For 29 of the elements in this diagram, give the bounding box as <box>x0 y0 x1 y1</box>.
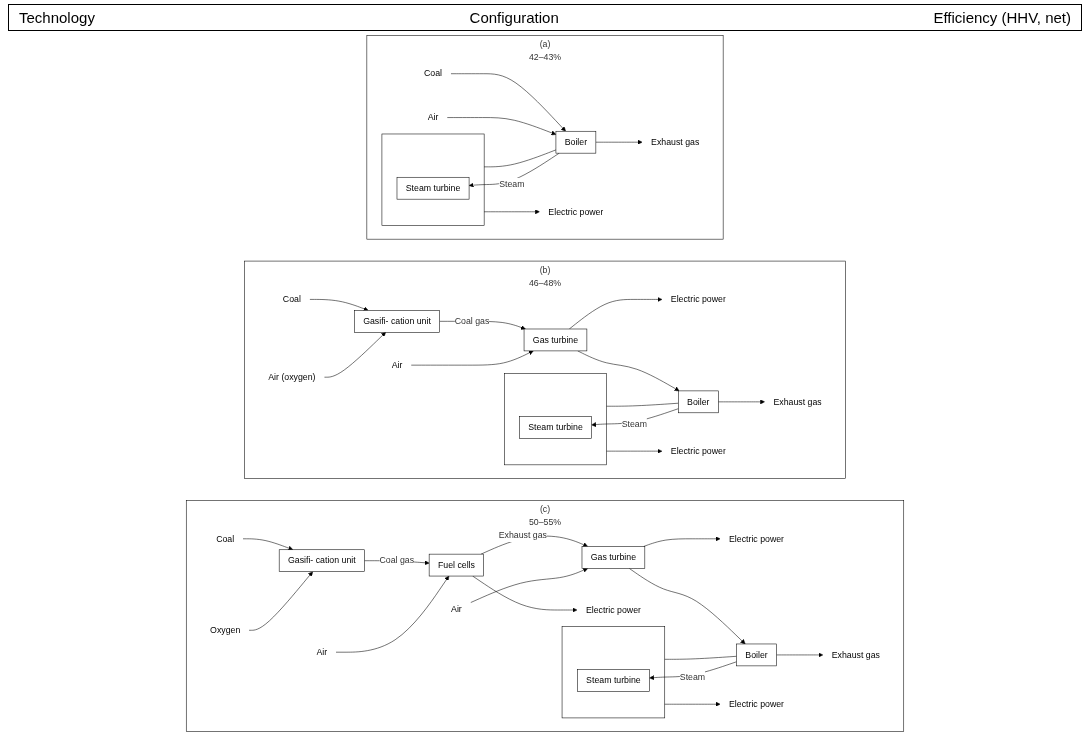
flow-label: Coal <box>274 288 310 311</box>
flow-label: Electric power <box>577 599 650 621</box>
process-box: Steam turbine <box>396 177 470 200</box>
process-box: Gasifi- cation unit <box>354 310 440 333</box>
edge-label: Coal gas <box>379 554 415 568</box>
flow-label: Coal <box>207 527 243 550</box>
flow-label: Coal <box>415 62 451 85</box>
flow-label: Exhaust gas <box>642 131 709 154</box>
column-heading: Technology <box>19 9 95 26</box>
process-box: Gasifi- cation unit <box>278 549 365 572</box>
process-box: Boiler <box>678 390 719 414</box>
process-box: Fuel cells <box>428 553 484 577</box>
edge-label: Exhaust gas <box>498 528 547 543</box>
process-box: Steam turbine <box>519 416 592 439</box>
flow-label: Electric power <box>662 288 735 311</box>
flow-label: Electric power <box>720 693 793 716</box>
process-box: Gas turbine <box>581 546 646 569</box>
column-heading: Configuration <box>469 9 559 26</box>
flow-label: Oxygen <box>201 619 250 642</box>
process-box: Gas turbine <box>523 328 588 352</box>
process-box: Steam turbine <box>577 669 650 692</box>
flow-label: Air <box>307 641 336 664</box>
process-box: Boiler <box>736 643 777 667</box>
flow-label: Electric power <box>720 527 793 550</box>
flow-label: Electric power <box>662 440 735 463</box>
column-heading: Efficiency (HHV, net) <box>933 9 1071 26</box>
process-box: Boiler <box>555 130 597 154</box>
edge-label: Coal gas <box>454 314 490 328</box>
flow-label: Air <box>442 597 471 620</box>
